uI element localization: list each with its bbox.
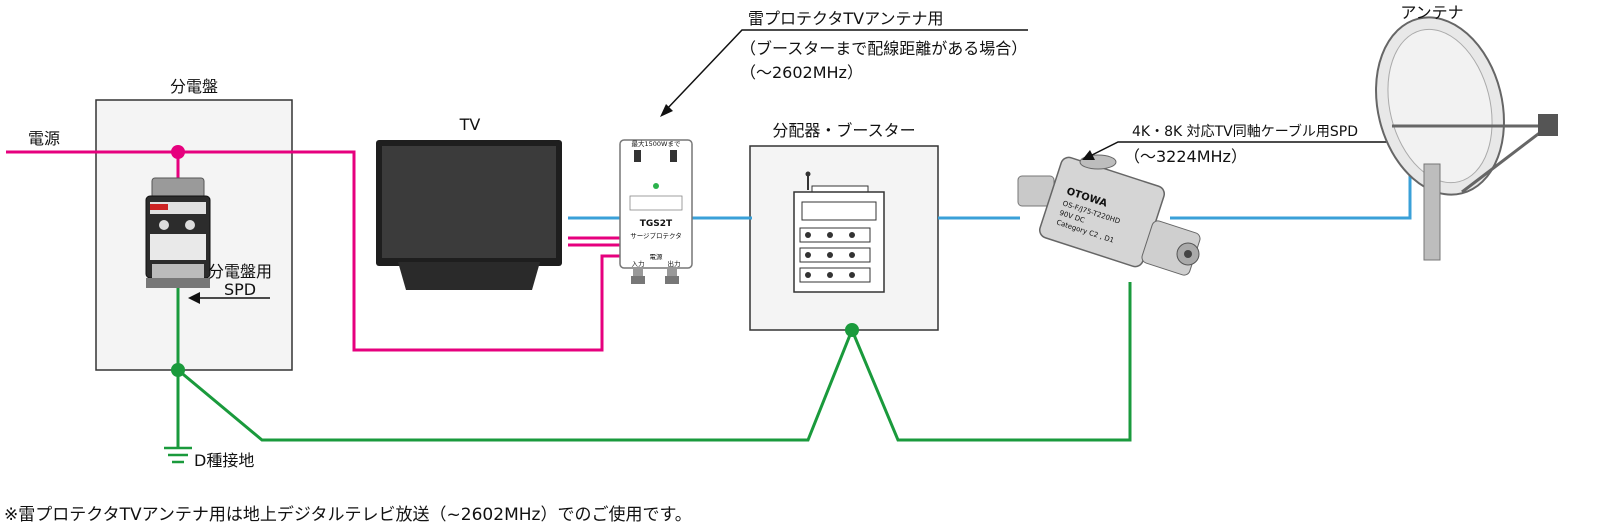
board-spd-arrow [188,292,270,304]
board-spd-device [145,177,211,288]
power-source-label: 電源 [28,129,60,148]
ground-symbol-icon [164,446,192,464]
ground-line [176,282,1132,448]
board-spd-label-line1: 分電盤用 [208,262,272,281]
ground-label: D種接地 [194,451,254,470]
antenna-label: アンテナ [1400,3,1463,22]
footnote-text: ※雷プロテクタTVアンテナ用は地上デジタルテレビ放送（~2602MHz）でのご使… [4,505,692,525]
protector-name-text: サージプロテクタ [630,231,682,240]
tv-label: TV [459,115,481,134]
signal-line [568,160,1412,220]
antenna-dish-icon [1375,16,1558,261]
tv-protector-device [619,139,693,284]
coax-spd-device [1017,154,1201,276]
ground-junction-dot [171,363,185,377]
coax-spd-arrow [1082,141,1400,160]
booster-ground-dot [845,323,859,337]
distribution-board-label: 分電盤 [170,77,218,96]
tv-protector-arrow [660,29,1028,117]
protector-rating-text: 最大1500Wまで [632,139,681,148]
protector-out-text: 出力 [668,259,681,268]
coax-spd-label-line1: 4K・8K 対応TV同軸ケーブル用SPD [1132,123,1358,140]
splitter-booster-device [793,171,885,293]
splitter-booster-label: 分配器・ブースター [772,121,915,140]
protector-in-text: 入力 [632,259,645,268]
coax-spd-label-line2: （～3224MHz） [1124,147,1247,166]
tv-protector-label-line3: （～2602MHz） [740,63,863,82]
protector-model-text: TGS2T [640,219,673,229]
power-junction-dot [171,145,185,159]
tv-protector-label-line2: （ブースターまで配線距離がある場合） [740,39,1027,58]
tv-icon [376,140,562,290]
tv-protector-label-line1: 雷プロテクタTVアンテナ用 [748,9,943,28]
board-spd-label-line2: SPD [224,280,256,299]
protector-power-text: 電源 [650,252,664,261]
